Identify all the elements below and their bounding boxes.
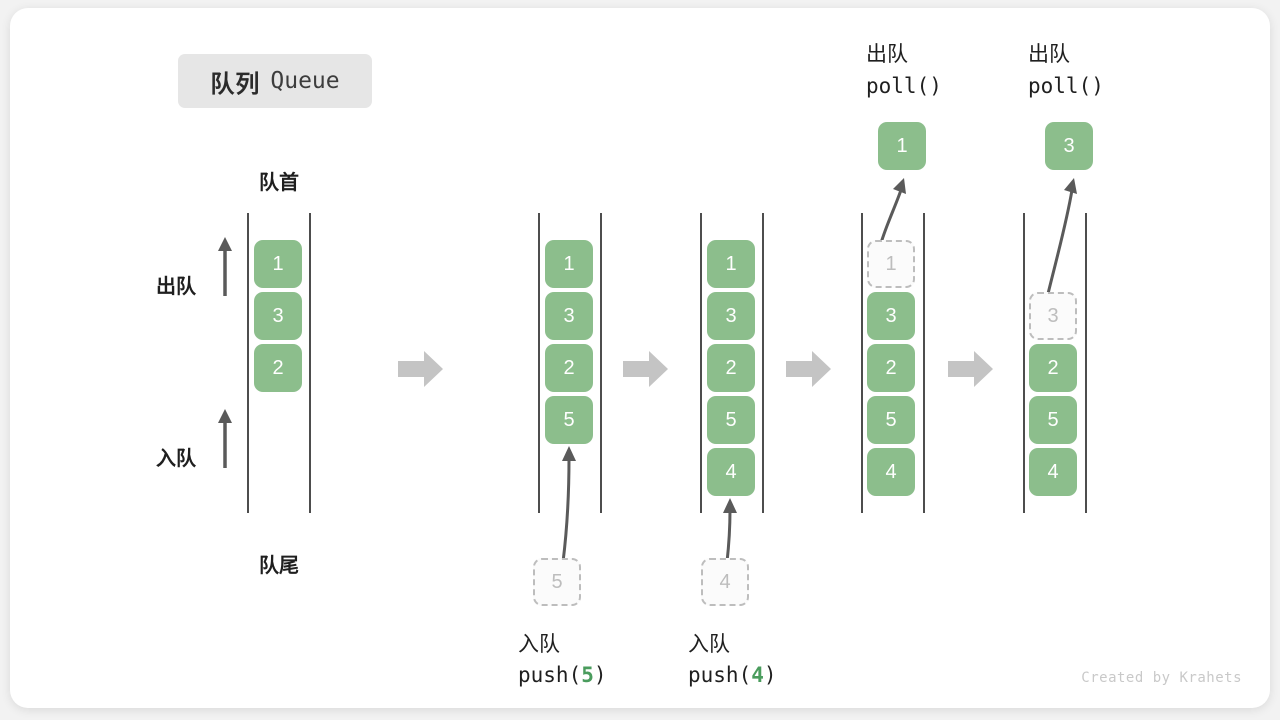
step-arrow-icon bbox=[786, 349, 832, 389]
push-code-label: push(4) bbox=[688, 663, 777, 687]
push-label-cn: 入队 bbox=[688, 633, 730, 656]
up-arrow-icon bbox=[213, 236, 237, 298]
curved-up-arrow-icon bbox=[1028, 174, 1090, 304]
queue-cell: 2 bbox=[545, 344, 593, 392]
queue-rail-right-1 bbox=[309, 213, 311, 513]
push-code-prefix: push( bbox=[688, 663, 752, 687]
push-code-prefix: push( bbox=[518, 663, 582, 687]
queue-cell: 4 bbox=[707, 448, 755, 496]
poll-code-label: poll() bbox=[1028, 74, 1104, 98]
queue-cell: 5 bbox=[867, 396, 915, 444]
queue-cell: 1 bbox=[545, 240, 593, 288]
curved-up-arrow-icon bbox=[710, 496, 750, 564]
poll-code-label: poll() bbox=[866, 74, 942, 98]
step-arrow-icon bbox=[623, 349, 669, 389]
queue-rail-left-3 bbox=[700, 213, 702, 513]
queue-cell: 2 bbox=[867, 344, 915, 392]
queue-cell: 2 bbox=[1029, 344, 1077, 392]
queue-tail-label: 队尾 bbox=[259, 555, 299, 577]
queue-rail-left-1 bbox=[247, 213, 249, 513]
queue-cell: 4 bbox=[1029, 448, 1077, 496]
curved-up-arrow-icon bbox=[543, 444, 591, 564]
queue-cell: 1 bbox=[707, 240, 755, 288]
poll-label-cn: 出队 bbox=[866, 43, 908, 66]
push-code-label: push(5) bbox=[518, 663, 607, 687]
queue-rail-right-5 bbox=[1085, 213, 1087, 513]
queue-cell: 5 bbox=[707, 396, 755, 444]
queue-rail-right-4 bbox=[923, 213, 925, 513]
queue-cell: 3 bbox=[545, 292, 593, 340]
queue-cell: 5 bbox=[545, 396, 593, 444]
dequeue-side-label: 出队 bbox=[156, 276, 196, 298]
credit-text: Created by Krahets bbox=[1081, 670, 1242, 686]
step-arrow-icon bbox=[948, 349, 994, 389]
push-label-cn: 入队 bbox=[518, 633, 560, 656]
queue-rail-left-5 bbox=[1023, 213, 1025, 513]
queue-cell-ghost: 3 bbox=[1029, 292, 1077, 340]
queue-cell: 3 bbox=[254, 292, 302, 340]
title-chinese: 队列 bbox=[210, 70, 261, 98]
poll-label-cn: 出队 bbox=[1028, 43, 1070, 66]
enqueue-side-label: 入队 bbox=[156, 448, 196, 470]
queue-rail-left-4 bbox=[861, 213, 863, 513]
push-code-value: 4 bbox=[751, 663, 764, 687]
queue-cell: 3 bbox=[867, 292, 915, 340]
diagram-card: 队列 Queue 队首 队尾 出队 入队 1 3 2 1 3 2 5 bbox=[10, 8, 1270, 708]
queue-rail-left-2 bbox=[538, 213, 540, 513]
push-code-value: 5 bbox=[581, 663, 594, 687]
title-english: Queue bbox=[270, 68, 340, 94]
queue-cell-ghost: 1 bbox=[867, 240, 915, 288]
push-code-suffix: ) bbox=[593, 663, 607, 687]
poll-result-cell: 3 bbox=[1045, 122, 1093, 170]
queue-cell: 2 bbox=[707, 344, 755, 392]
push-ghost-cell: 5 bbox=[533, 558, 581, 606]
queue-cell: 1 bbox=[254, 240, 302, 288]
queue-head-label: 队首 bbox=[259, 172, 299, 194]
up-arrow-icon bbox=[213, 408, 237, 470]
diagram-title: 队列 Queue bbox=[178, 54, 372, 108]
push-code-suffix: ) bbox=[763, 663, 777, 687]
queue-rail-right-3 bbox=[762, 213, 764, 513]
step-arrow-icon bbox=[398, 349, 444, 389]
queue-rail-right-2 bbox=[600, 213, 602, 513]
poll-result-cell: 1 bbox=[878, 122, 926, 170]
push-ghost-cell: 4 bbox=[701, 558, 749, 606]
queue-cell: 5 bbox=[1029, 396, 1077, 444]
queue-cell: 4 bbox=[867, 448, 915, 496]
queue-cell: 2 bbox=[254, 344, 302, 392]
queue-cell: 3 bbox=[707, 292, 755, 340]
